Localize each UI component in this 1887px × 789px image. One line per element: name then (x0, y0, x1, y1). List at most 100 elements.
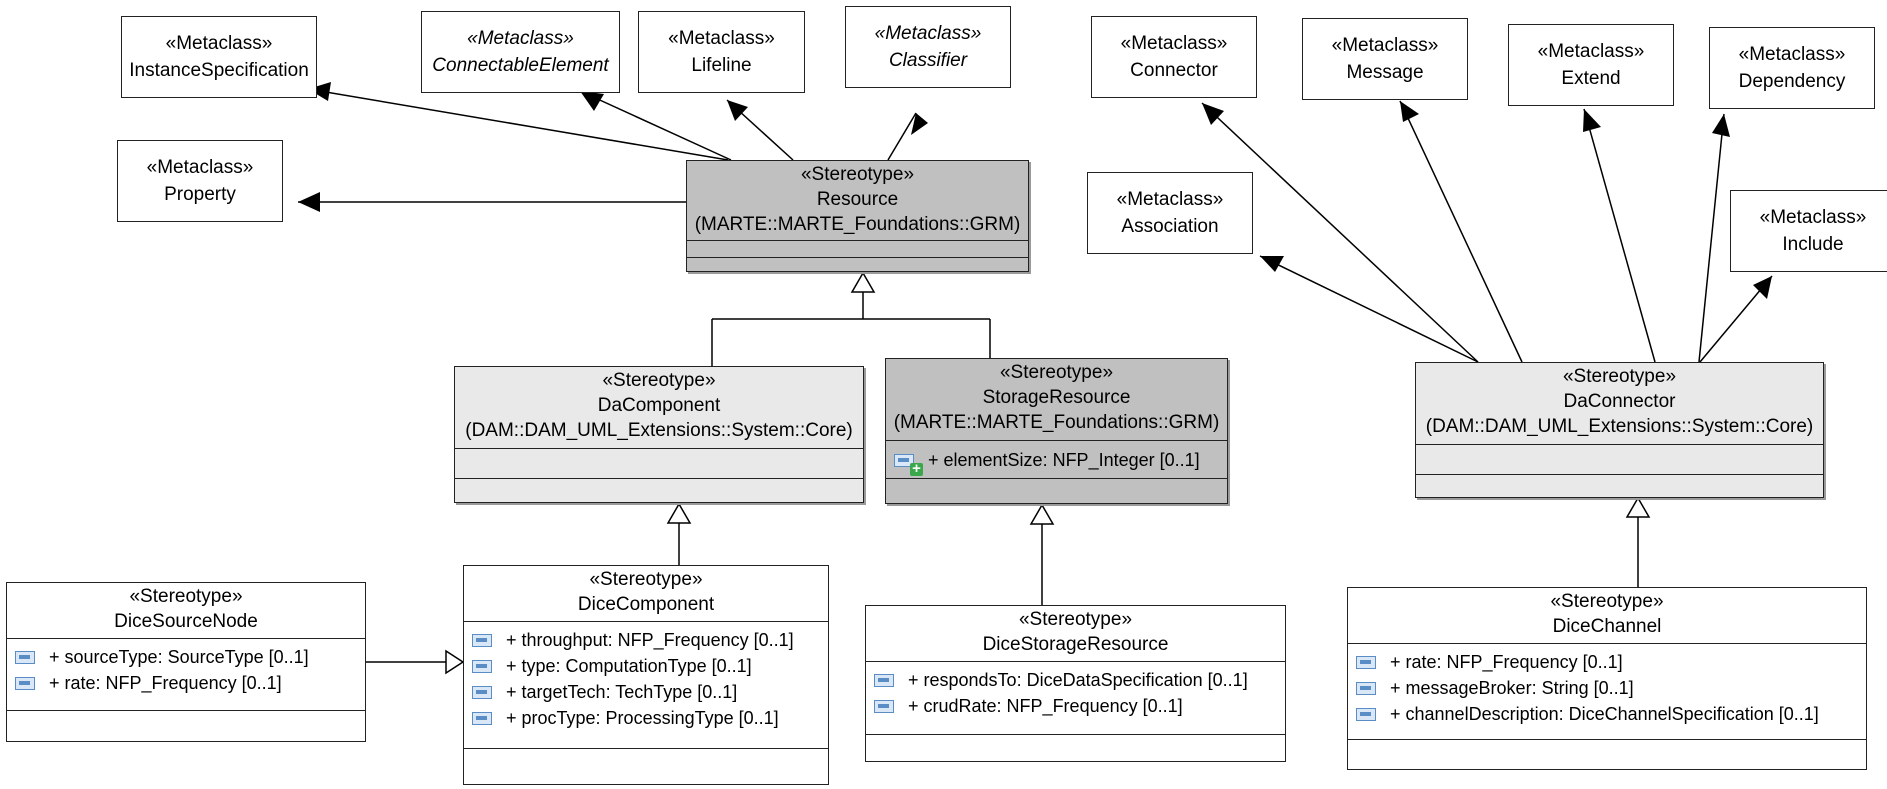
stereotype-dice-channel[interactable]: «Stereotype» DiceChannel + rate: NFP_Fre… (1347, 587, 1867, 770)
keyword: «Stereotype» (1018, 609, 1133, 630)
operation-compartment (687, 257, 1028, 273)
operation-compartment (7, 710, 365, 741)
operation-compartment (866, 734, 1285, 762)
name: Include (1782, 234, 1844, 255)
attribute-icon (1356, 707, 1376, 721)
extension-arrowhead (308, 82, 331, 101)
extension-arrowhead (1753, 276, 1772, 299)
metaclass-classifier[interactable]: «Metaclass» Classifier (845, 6, 1011, 88)
name: ConnectableElement (432, 55, 609, 76)
attribute-label: + crudRate: NFP_Frequency [0..1] (908, 695, 1183, 716)
name: Connector (1130, 60, 1218, 81)
extension-arrowhead (580, 91, 604, 111)
stereotype-resource[interactable]: «Stereotype» Resource (MARTE::MARTE_Foun… (686, 160, 1029, 272)
name: DiceChannel (1552, 616, 1662, 637)
metaclass-association[interactable]: «Metaclass» Association (1087, 172, 1253, 254)
name: Resource (816, 189, 899, 210)
keyword: «Metaclass» (1116, 189, 1224, 210)
attribute-add-icon (894, 453, 923, 476)
stereotype-storage-resource[interactable]: «Stereotype» StorageResource (MARTE::MAR… (885, 358, 1228, 504)
attribute-row[interactable]: + respondsTo: DiceDataSpecification [0..… (866, 667, 1285, 693)
attribute-compartment: + respondsTo: DiceDataSpecification [0..… (866, 661, 1285, 734)
attribute-compartment: + elementSize: NFP_Integer [0..1] (886, 440, 1227, 478)
attribute-icon (472, 685, 492, 699)
attribute-compartment: + throughput: NFP_Frequency [0..1] + typ… (464, 621, 828, 748)
attribute-compartment: + rate: NFP_Frequency [0..1] + messageBr… (1348, 643, 1866, 739)
attribute-row[interactable]: + elementSize: NFP_Integer [0..1] (886, 447, 1227, 476)
namespace: (DAM::DAM_UML_Extensions::System::Core) (465, 420, 853, 441)
name: DaComponent (597, 395, 721, 416)
attribute-icon (472, 711, 492, 725)
attribute-label: + type: ComputationType [0..1] (506, 655, 752, 676)
operation-compartment (464, 748, 828, 789)
attribute-row[interactable]: + channelDescription: DiceChannelSpecifi… (1348, 701, 1866, 727)
metaclass-message[interactable]: «Metaclass» Message (1302, 18, 1468, 100)
generalization-arrowhead (1029, 503, 1055, 525)
attribute-icon (874, 673, 894, 687)
attribute-icon (1356, 681, 1376, 695)
extension-arrowhead (298, 192, 320, 212)
metaclass-dependency[interactable]: «Metaclass» Dependency (1709, 27, 1875, 109)
keyword: «Stereotype» (602, 370, 716, 391)
attribute-row[interactable]: + sourceType: SourceType [0..1] (7, 644, 365, 670)
attribute-compartment: + sourceType: SourceType [0..1] + rate: … (7, 638, 365, 710)
keyword: «Stereotype» (999, 362, 1114, 383)
keyword: «Stereotype» (589, 569, 703, 590)
namespace: (MARTE::MARTE_Foundations::GRM) (893, 412, 1220, 433)
metaclass-include[interactable]: «Metaclass» Include (1730, 190, 1887, 272)
attribute-label: + targetTech: TechType [0..1] (506, 681, 738, 702)
extension-arrowhead (1712, 114, 1730, 137)
namespace: (MARTE::MARTE_Foundations::GRM) (694, 214, 1021, 235)
attribute-row[interactable]: + crudRate: NFP_Frequency [0..1] (866, 693, 1285, 719)
keyword: «Stereotype» (129, 586, 243, 607)
metaclass-instance-specification[interactable]: «Metaclass» InstanceSpecification (121, 16, 317, 98)
name: Classifier (888, 50, 968, 71)
name: Dependency (1738, 71, 1846, 92)
stereotype-da-connector[interactable]: «Stereotype» DaConnector (DAM::DAM_UML_E… (1415, 362, 1824, 498)
extension-arrowhead (727, 100, 748, 121)
name: Extend (1561, 68, 1621, 89)
attribute-row[interactable]: + type: ComputationType [0..1] (464, 653, 828, 679)
generalization-arrowhead (445, 649, 465, 675)
attribute-label: + rate: NFP_Frequency [0..1] (1390, 651, 1623, 672)
attribute-label: + elementSize: NFP_Integer [0..1] (928, 449, 1200, 470)
name: DiceSourceNode (114, 611, 258, 632)
attribute-row[interactable]: + rate: NFP_Frequency [0..1] (1348, 649, 1866, 675)
stereotype-dice-storage-resource[interactable]: «Stereotype» DiceStorageResource + respo… (865, 605, 1286, 762)
stereotype-dice-source-node[interactable]: «Stereotype» DiceSourceNode + sourceType… (6, 582, 366, 742)
stereotype-da-component[interactable]: «Stereotype» DaComponent (DAM::DAM_UML_E… (454, 366, 864, 503)
extension-line (1259, 255, 1479, 363)
attribute-row[interactable]: + messageBroker: String [0..1] (1348, 675, 1866, 701)
attribute-icon (1356, 655, 1376, 669)
metaclass-property[interactable]: «Metaclass» Property (117, 140, 283, 222)
stereotype-dice-component[interactable]: «Stereotype» DiceComponent + throughput:… (463, 565, 829, 785)
metaclass-extend[interactable]: «Metaclass» Extend (1508, 24, 1674, 106)
extension-line (307, 88, 729, 161)
metaclass-connectable-element[interactable]: «Metaclass» ConnectableElement (421, 11, 620, 93)
attribute-row[interactable]: + rate: NFP_Frequency [0..1] (7, 670, 365, 696)
keyword: «Metaclass» (467, 28, 574, 49)
attribute-row[interactable]: + targetTech: TechType [0..1] (464, 679, 828, 705)
attribute-row[interactable]: + throughput: NFP_Frequency [0..1] (464, 627, 828, 653)
extension-line (1399, 100, 1523, 363)
extension-arrowhead (1202, 103, 1224, 125)
attribute-icon (874, 699, 894, 713)
metaclass-connector[interactable]: «Metaclass» Connector (1091, 16, 1257, 98)
keyword: «Metaclass» (1120, 33, 1228, 54)
attribute-icon (15, 650, 35, 664)
generalization-arrowhead (1625, 496, 1651, 518)
extension-line (1201, 102, 1479, 363)
name: StorageResource (982, 387, 1131, 408)
metaclass-lifeline[interactable]: «Metaclass» Lifeline (638, 11, 805, 93)
attribute-row[interactable]: + procType: ProcessingType [0..1] (464, 705, 828, 731)
attribute-label: + respondsTo: DiceDataSpecification [0..… (908, 669, 1248, 690)
extension-arrowhead (1260, 256, 1284, 272)
keyword: «Stereotype» (800, 164, 915, 185)
keyword: «Metaclass» (1759, 207, 1867, 228)
attribute-compartment (455, 448, 863, 478)
extension-line (579, 90, 732, 161)
extension-arrowhead (1583, 109, 1601, 132)
extension-arrowhead (1400, 101, 1419, 122)
namespace: (DAM::DAM_UML_Extensions::System::Core) (1425, 416, 1814, 437)
